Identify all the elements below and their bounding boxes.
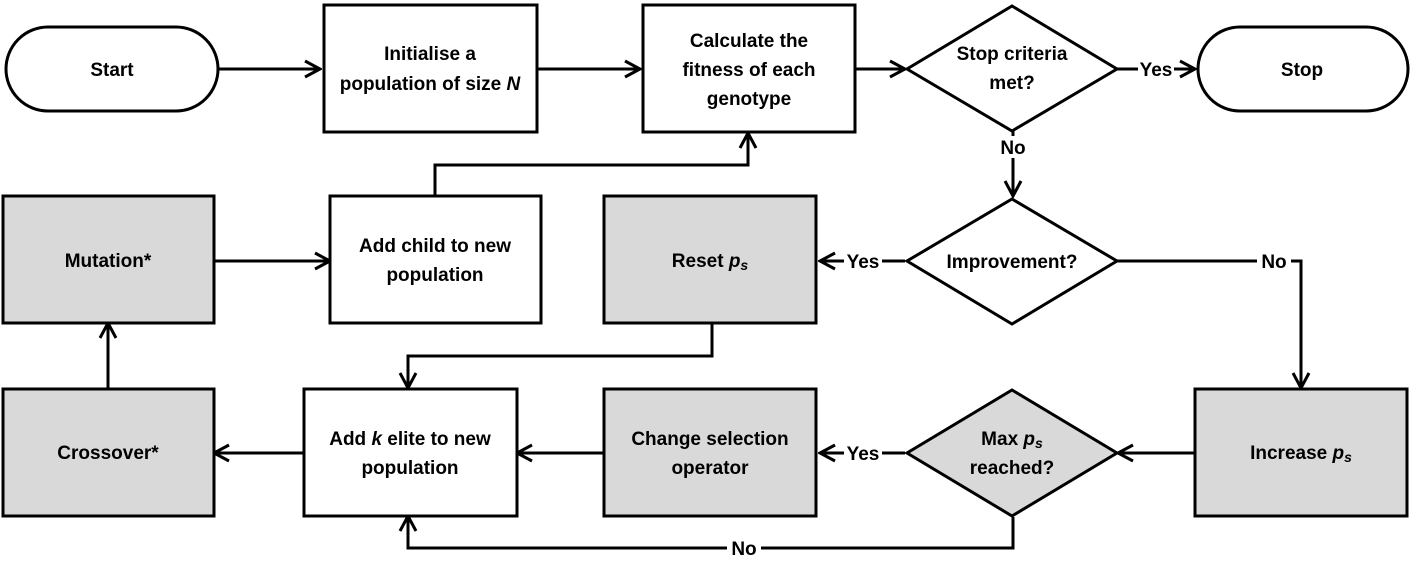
stop-criteria-label-line2: met? [989,73,1034,94]
edge-addchild-fitness [433,133,748,196]
stop-criteria-label-line1: Stop criteria [957,44,1068,65]
add-child-label-line2: population [386,265,483,286]
mutation-label: Mutation* [65,251,152,272]
reset-ps-process: Reset ps [602,194,818,325]
add-elite-process: Add k elite to new population [302,387,519,518]
add-elite-label-line2: population [361,458,458,479]
change-selection-label-line1: Change selection [631,429,788,450]
edge-label-stop-no: No [1000,138,1025,159]
crossover-process: Crossover* [1,387,216,518]
edge-label-improve-yes: Yes [847,252,880,273]
fitness-label-line2: fitness of each [682,60,815,81]
add-child-process: Add child to new population [328,194,543,325]
improvement-label: Improvement? [947,252,1078,273]
edge-reset-addelite [408,323,714,388]
init-label-line1: Initialise a [384,44,476,65]
edge-maxps-addelite-no [408,516,1015,550]
edge-label-max-yes: Yes [847,444,880,465]
init-label-line2: population of size N [340,74,522,95]
edge-improvement-increase-no [1117,259,1301,388]
init-process: Initialise a population of size N [322,3,539,134]
edge-label-improve-no: No [1261,252,1286,273]
edge-label-stop-yes: Yes [1140,60,1173,81]
add-child-label-line1: Add child to new [359,236,511,257]
crossover-label: Crossover* [57,443,159,464]
max-ps-label-line1: Max ps [981,429,1043,451]
improvement-decision: Improvement? [904,197,1120,326]
stop-criteria-decision: Stop criteria met? [904,4,1120,133]
mutation-process: Mutation* [1,194,216,325]
change-selection-process: Change selection operator [602,387,818,518]
change-selection-label-line2: operator [671,458,749,479]
reset-ps-label: Reset ps [672,251,749,273]
edge-labels: Yes No Yes No Yes No [727,58,1291,560]
edge-label-max-no: No [731,539,756,560]
max-ps-label-line2: reached? [970,458,1054,479]
edges [108,69,1301,550]
stop-terminal: Stop [1196,25,1410,113]
fitness-label-line1: Calculate the [690,31,808,52]
increase-ps-label: Increase ps [1250,443,1352,465]
start-terminal: Start [4,25,220,113]
fitness-label-line3: genotype [707,89,791,110]
increase-ps-process: Increase ps [1193,387,1409,518]
stop-label: Stop [1281,60,1323,81]
start-label: Start [90,60,134,81]
add-elite-label-line1: Add k elite to new [329,429,491,450]
max-ps-decision: Max ps reached? [904,388,1120,518]
fitness-process: Calculate the fitness of each genotype [641,3,857,134]
